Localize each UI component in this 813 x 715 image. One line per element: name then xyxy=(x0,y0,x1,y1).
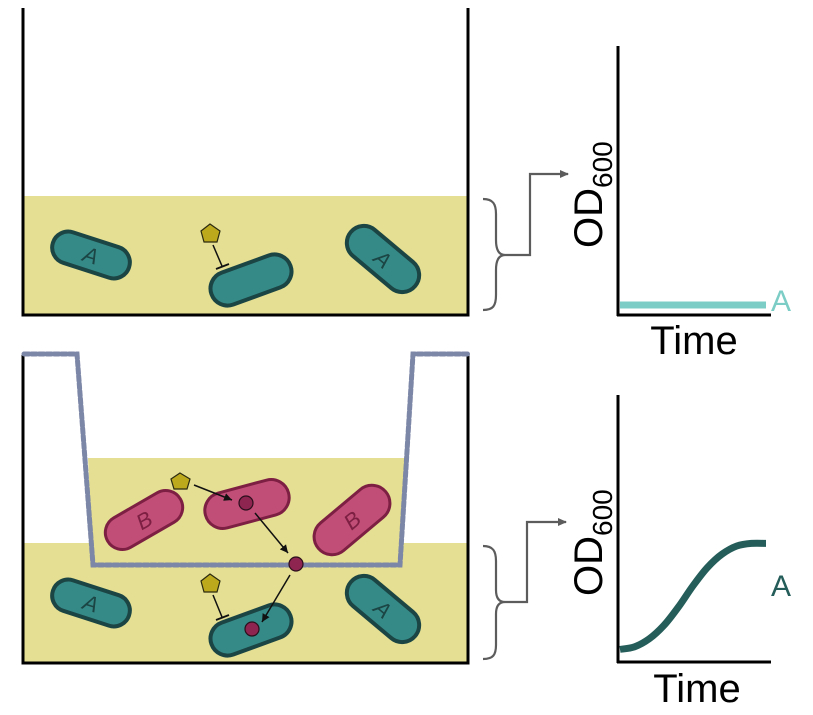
inhibition-line xyxy=(212,244,223,267)
x-axis-label: Time xyxy=(653,667,740,711)
signal-molecule-icon xyxy=(200,573,221,593)
chart-top: OD600 Time A xyxy=(567,46,791,363)
flask-walls xyxy=(21,8,470,317)
flask-walls xyxy=(21,355,470,665)
cell-a-inhibited xyxy=(208,252,294,308)
metabolite-icon xyxy=(288,556,304,572)
cell-a: A xyxy=(344,573,422,645)
signal-molecule-icon xyxy=(170,472,191,490)
series-line-a xyxy=(619,539,767,653)
inhibition-bar xyxy=(215,263,230,270)
bracket-arrow xyxy=(482,518,567,661)
series-label-a: A xyxy=(771,285,791,318)
transwell-membrane xyxy=(21,351,471,568)
uptake-arrow xyxy=(193,484,233,501)
metabolite-icon xyxy=(244,621,260,637)
diffusion-arrow xyxy=(261,574,291,623)
curly-brace-icon xyxy=(482,544,506,661)
bracket-arrow xyxy=(482,170,569,312)
curly-brace-icon xyxy=(482,197,506,312)
y-axis-label: OD600 xyxy=(567,141,618,248)
cell-a: A xyxy=(50,229,132,281)
secretion-arrow xyxy=(254,512,289,554)
cell-a: A xyxy=(50,577,132,629)
cell-b: B xyxy=(103,489,185,551)
chart-bottom: OD600 Time A xyxy=(567,395,791,711)
inhibition-line xyxy=(212,594,223,618)
coculture-flask: B B A A xyxy=(21,351,471,665)
x-axis-label: Time xyxy=(650,319,737,363)
arrow-icon xyxy=(505,170,569,257)
inhibition-bar xyxy=(215,614,230,621)
y-axis-label: OD600 xyxy=(567,489,618,596)
series-label-a: A xyxy=(771,570,791,603)
signal-molecule-icon xyxy=(200,223,221,243)
cell-a: A xyxy=(344,223,422,295)
monoculture-flask: A A xyxy=(21,8,470,317)
cell-b: B xyxy=(312,483,392,557)
arrow-icon xyxy=(505,518,567,604)
metabolite-icon xyxy=(238,495,254,511)
